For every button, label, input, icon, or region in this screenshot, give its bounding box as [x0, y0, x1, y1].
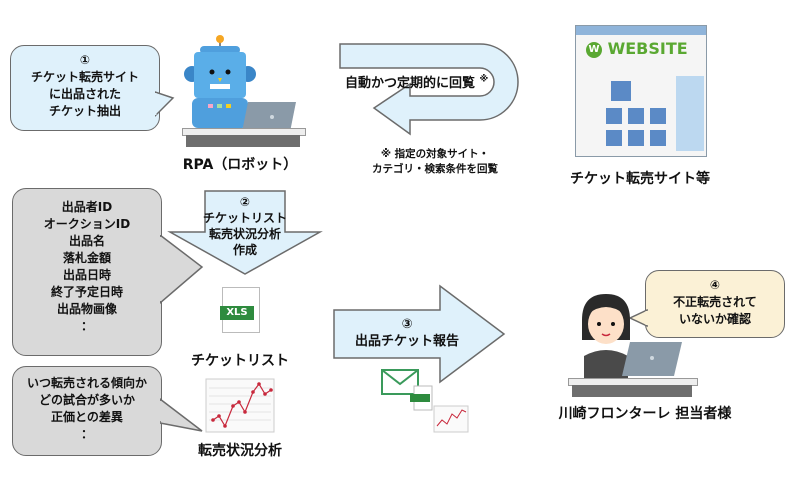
website-thumb: [606, 108, 622, 124]
ticket-list-label: チケットリスト: [191, 353, 289, 369]
step2-line: 転売状況分析: [208, 227, 281, 241]
browser-toolbar: [576, 26, 706, 35]
website-sidebar: [676, 76, 704, 151]
rpa-label: RPA（ロボット）: [182, 157, 298, 173]
website-logo-circle: W: [586, 41, 602, 58]
note-line: ※ 指定の対象サイト・: [380, 148, 490, 160]
step1-number: ①: [79, 53, 91, 67]
step1-line: チケット抽出: [48, 104, 121, 118]
website-illustration: W WEBSITE: [575, 25, 707, 157]
analysis-chart-icon: [205, 378, 275, 433]
step3-label: 出品チケット報告: [354, 334, 459, 349]
step2-number: ②: [239, 195, 251, 209]
step4-number: ④: [709, 278, 721, 292]
note: ※ 指定の対象サイト・ カテゴリ・検索条件を回覧: [360, 147, 510, 177]
website-logo: W WEBSITE: [576, 35, 706, 58]
xls-badge: XLS: [220, 306, 254, 320]
step2-arrow: [167, 190, 323, 275]
step1-bubble: ① チケット転売サイト に出品された チケット抽出: [10, 45, 160, 131]
loop-arrow-label: 自動かつ定期的に回覧: [345, 76, 476, 91]
step1-line: チケット転売サイト: [30, 70, 139, 84]
xls-file-icon: XLS: [220, 287, 260, 333]
website-thumb: [628, 130, 644, 146]
website-thumb: [606, 130, 622, 146]
analysis-item: ：: [80, 427, 93, 441]
field-item: 出品名: [68, 234, 105, 248]
fields-bubble-tail: [160, 235, 204, 304]
staff-label: 川崎フロンターレ 担当者様: [558, 406, 732, 422]
step4-line: 不正転売されて: [673, 295, 757, 309]
step1-line: に出品された: [48, 87, 121, 101]
analysis-item: 正価との差異: [51, 410, 123, 424]
robot-desk-front: [186, 135, 300, 147]
website-thumb: [650, 108, 666, 124]
website-thumb: [628, 108, 644, 124]
analysis-bubble-tail: [160, 398, 203, 432]
step4-bubble-tail: [628, 308, 648, 328]
field-item: 出品者ID: [61, 200, 113, 214]
analysis-bubble: いつ転売される傾向か どの試合が多いか 正価との差異 ：: [12, 366, 162, 456]
step4-bubble: ④ 不正転売されて いないか確認: [645, 270, 785, 338]
step3-number: ③: [401, 317, 413, 332]
field-item: 出品日時: [62, 268, 111, 282]
loop-arrow-text: 自動かつ定期的に回覧 ※: [345, 72, 488, 91]
website-label: チケット転売サイト等: [570, 171, 710, 187]
robot-icon: [184, 35, 296, 132]
mail-attachments-icon: [381, 369, 469, 433]
field-item: 出品物画像: [56, 302, 117, 316]
step2-line: チケットリスト: [202, 211, 287, 225]
step1-bubble-tail: [155, 91, 175, 118]
loop-arrow: [339, 43, 519, 136]
step4-line: いないか確認: [678, 312, 751, 326]
loop-arrow-mark: ※: [479, 74, 489, 85]
website-thumb: [650, 130, 666, 146]
note-line: カテゴリ・検索条件を回覧: [372, 163, 498, 175]
field-item: ：: [80, 319, 93, 333]
analysis-item: いつ転売される傾向か: [26, 376, 147, 390]
step2-text: ② チケットリスト 転売状況分析 作成: [165, 194, 325, 258]
step2-line: 作成: [232, 243, 257, 257]
staff-desk-front: [572, 385, 692, 397]
step3-text: ③ 出品チケット報告: [332, 316, 482, 350]
website-thumb: [611, 81, 631, 101]
analysis-item: どの試合が多いか: [38, 393, 135, 407]
field-item: オークションID: [43, 217, 131, 231]
staff-person-icon: [582, 294, 682, 380]
field-item: 終了予定日時: [50, 285, 123, 299]
website-logo-text: WEBSITE: [607, 39, 688, 58]
field-item: 落札金額: [62, 251, 111, 265]
analysis-label: 転売状況分析: [198, 443, 282, 459]
fields-bubble: 出品者ID オークションID 出品名 落札金額 出品日時 終了予定日時 出品物画…: [12, 188, 162, 356]
step3-arrow: [333, 284, 506, 384]
